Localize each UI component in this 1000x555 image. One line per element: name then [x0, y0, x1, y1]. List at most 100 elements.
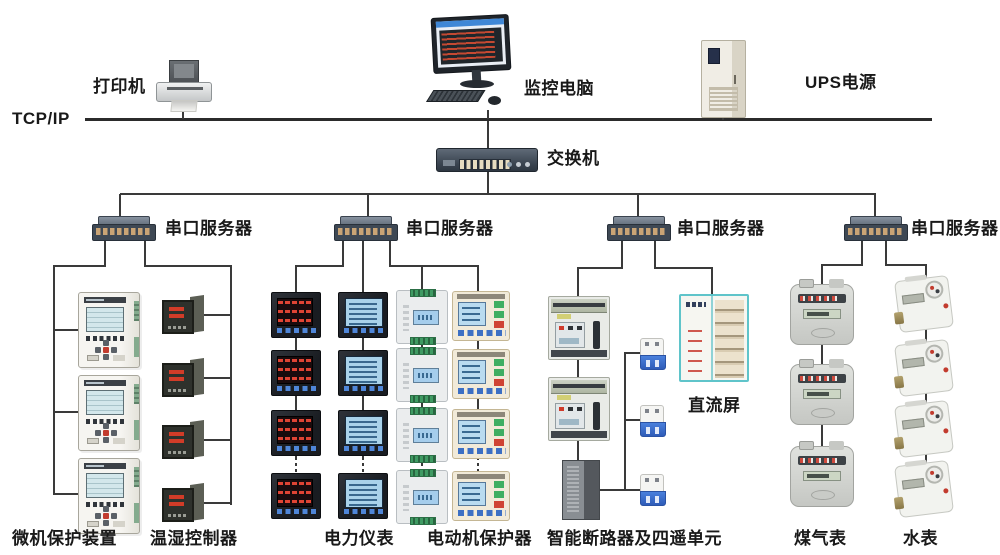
ac-tag: [557, 395, 571, 400]
gas-meter-device: [790, 441, 854, 507]
printer-label: 打印机: [93, 77, 146, 96]
printer-output-paper: [170, 100, 198, 112]
temp-humidity-controller-device: [162, 360, 204, 400]
connector-line: [230, 265, 232, 505]
connector-line: [54, 265, 106, 267]
wm-lcd: [901, 417, 925, 430]
connector-line: [711, 267, 713, 296]
ac-panel: [555, 403, 585, 429]
connector-line: [362, 239, 364, 457]
ac-tag: [557, 314, 571, 319]
connector-line: [637, 194, 639, 217]
connector-line: [119, 194, 121, 217]
mp-screen: [458, 420, 486, 444]
water-meter-device: [893, 459, 954, 519]
wm-brass: [893, 311, 905, 325]
dn-b: [410, 395, 436, 403]
protection-relay-device: [78, 458, 140, 534]
connector-line: [885, 239, 887, 266]
dc-panel-label: 直流屏: [688, 396, 741, 415]
connector-line: [204, 314, 231, 316]
serial-ports: [611, 228, 666, 235]
ups-device: [701, 40, 746, 118]
ups-door-handle: [734, 75, 736, 84]
telemetry-unit-device: [562, 460, 600, 520]
connector-line: [874, 194, 876, 217]
connector-line: [204, 502, 231, 504]
water-meter-device: [893, 399, 954, 459]
tc-face: [162, 300, 194, 334]
air-circuit-breaker-device: [548, 377, 610, 441]
tc-face: [162, 488, 194, 522]
rl-pad: [103, 513, 109, 519]
computer-monitor: [430, 13, 512, 75]
mp-keys: [494, 359, 504, 366]
connector-line: [624, 352, 626, 491]
gm-band: [798, 456, 846, 465]
ups-label: UPS电源: [805, 73, 877, 92]
connector-line: [342, 239, 344, 267]
serial-ports: [848, 228, 903, 235]
rl-head: [84, 297, 126, 303]
smart-breaker-group-label: 智能断路器及四遥单元: [547, 529, 722, 548]
serial-server-label: 串口服务器: [165, 219, 253, 238]
connector-line: [54, 493, 80, 495]
mcb-h: [646, 427, 650, 434]
rl-leds: [86, 336, 124, 341]
wm-lcd: [901, 477, 925, 490]
continuation-dots: [421, 457, 423, 473]
protection-relay-group-label: 微机保护装置: [12, 529, 117, 548]
switch-faceplate: [443, 160, 455, 166]
connector-line: [204, 377, 231, 379]
computer-label: 监控电脑: [524, 79, 594, 98]
connector-line: [295, 265, 344, 267]
printer-paper-tray: [169, 60, 199, 84]
wm-brass: [893, 496, 905, 510]
tcpip-bus-line: [85, 118, 932, 121]
connector-line: [487, 110, 489, 119]
dn-t: [410, 289, 436, 297]
wm-lcd: [901, 292, 925, 305]
rl-head: [84, 463, 126, 469]
gm-lcd: [803, 471, 841, 481]
wm-dial: [924, 464, 945, 485]
rl-pad: [103, 347, 109, 353]
wm-dial: [924, 279, 945, 300]
temp-humidity-group-label: 温湿控制器: [150, 529, 238, 548]
protection-relay-device: [78, 292, 140, 368]
rl-pad: [103, 430, 109, 436]
temp-humidity-controller-device: [162, 297, 204, 337]
gas-meter-device: [790, 359, 854, 425]
lcd-power-meter-device: [338, 350, 388, 396]
din-rail-meter-device: [396, 407, 448, 463]
mp-screen: [458, 482, 486, 506]
distribution-line: [120, 193, 876, 195]
mini-circuit-breaker-device: [640, 338, 666, 370]
ac-handle: [593, 402, 600, 430]
dn-b: [410, 517, 436, 525]
gas-meter-device: [790, 279, 854, 345]
mp-screen: [458, 360, 486, 384]
lcd-power-meter-device: [338, 292, 388, 338]
wm-brass: [893, 375, 905, 389]
serial-server-device: [92, 216, 156, 241]
led-power-meter-device: [271, 292, 321, 338]
led-power-meter-device: [271, 350, 321, 396]
motor-protector-device: [452, 349, 510, 399]
dn-b: [410, 455, 436, 463]
motor-protector-device: [452, 471, 510, 521]
connector-line: [621, 239, 623, 269]
connector-line: [367, 194, 369, 217]
connector-line: [885, 264, 927, 266]
gas-meter-group-label: 煤气表: [794, 529, 847, 548]
connector-line: [821, 264, 863, 266]
din-rail-meter-device: [396, 347, 448, 403]
serial-server-label: 串口服务器: [677, 219, 765, 238]
gm-band: [798, 294, 846, 303]
lcd-power-meter-device: [338, 473, 388, 519]
dc-panel-device: [679, 294, 749, 382]
connector-line: [624, 419, 641, 421]
dn-t: [410, 469, 436, 477]
connector-line: [54, 411, 80, 413]
